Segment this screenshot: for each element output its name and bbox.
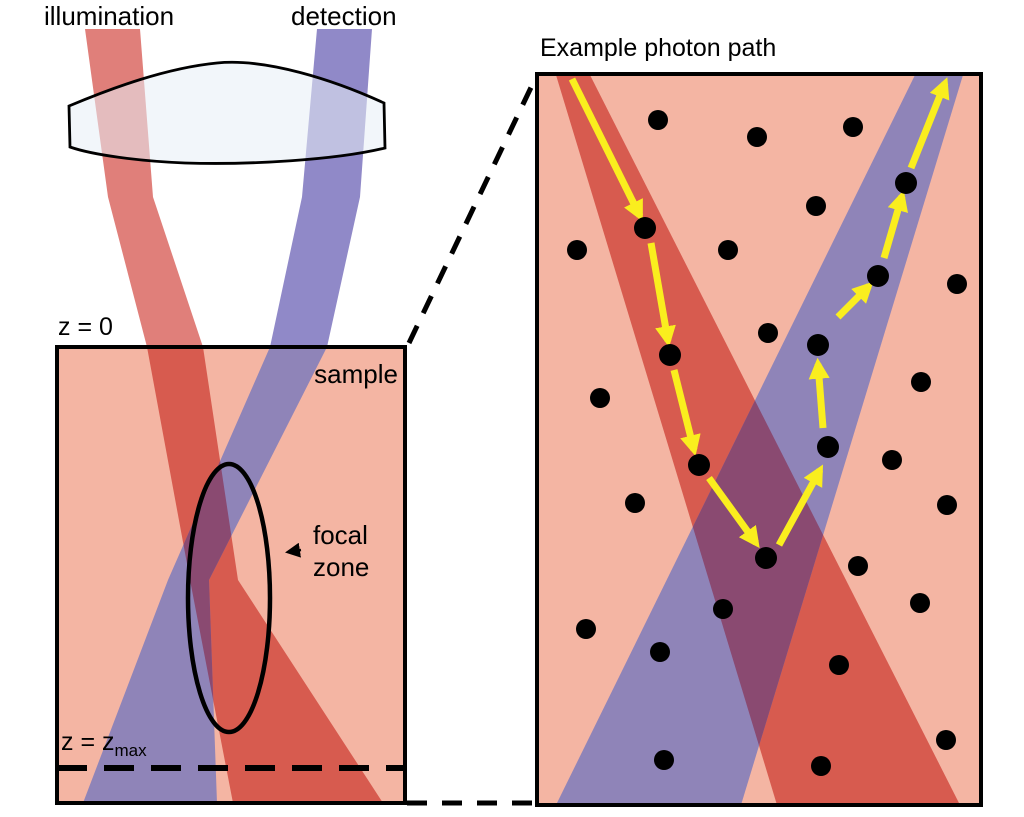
photon-path-dot xyxy=(634,217,656,239)
scatterer-dot xyxy=(910,593,930,613)
scatterer-dot xyxy=(811,756,831,776)
focal-zone-pointer-arrow xyxy=(285,542,302,558)
scatterer-dot xyxy=(590,388,610,408)
scatterer-dot xyxy=(567,240,587,260)
photon-path-arrow xyxy=(706,475,760,549)
illumination-beam-left xyxy=(147,347,383,803)
scatterer-dot xyxy=(576,619,596,639)
scatterer-dot xyxy=(848,556,868,576)
zoom-connector-top xyxy=(406,75,539,345)
photon-path-dot xyxy=(807,334,829,356)
scatterer-dot xyxy=(758,323,778,343)
focal-zone-label-line1: focal xyxy=(313,520,368,550)
scatterer-dot xyxy=(718,240,738,260)
photon-path-arrow xyxy=(647,242,676,348)
photon-path-arrow xyxy=(670,369,701,457)
right-panel xyxy=(535,72,983,807)
objective-lens xyxy=(67,60,387,165)
photon-path-arrow xyxy=(775,464,824,547)
scatterer-dot xyxy=(829,655,849,675)
photon-path-arrow xyxy=(880,189,908,259)
photon-path-arrow xyxy=(568,77,644,222)
scatterer-dots xyxy=(567,110,967,776)
scatterer-dot xyxy=(806,196,826,216)
scatterer-dot xyxy=(843,117,863,137)
detection-label: detection xyxy=(291,1,397,31)
photon-path-dot xyxy=(817,436,839,458)
photon-path-dot xyxy=(688,454,710,476)
z-max-label-subscript: max xyxy=(114,741,147,760)
scatterer-dot xyxy=(936,730,956,750)
photon-path-dot xyxy=(867,265,889,287)
photon-path-dot xyxy=(659,344,681,366)
scatterer-dot xyxy=(882,450,902,470)
focal-zone-label-line2: zone xyxy=(313,552,370,582)
z-max-label: z = zmax xyxy=(61,728,147,761)
scatterer-dot xyxy=(713,599,733,619)
sample-box-border xyxy=(55,345,407,805)
photon-path-dots xyxy=(634,172,917,569)
scatterer-dot xyxy=(625,493,645,513)
illumination-label: illumination xyxy=(44,1,175,31)
focal-zone-label: focal zone xyxy=(313,519,369,583)
scatterer-dot xyxy=(654,750,674,770)
photon-path-dot xyxy=(755,547,777,569)
scatterer-dot xyxy=(650,642,670,662)
scatterer-dot xyxy=(648,110,668,130)
focal-zone-ellipse xyxy=(185,461,273,735)
photon-path-arrow xyxy=(835,281,874,320)
left-panel xyxy=(55,29,407,805)
photon-path-arrow xyxy=(907,77,950,170)
scatterer-dot xyxy=(911,372,931,392)
photon-path-dot xyxy=(895,172,917,194)
zoom-box-border xyxy=(535,72,983,807)
photon-path-arrows xyxy=(568,77,950,549)
scatterer-dot xyxy=(937,495,957,515)
scatterer-dot xyxy=(747,127,767,147)
sample-label: sample xyxy=(314,359,398,389)
z-max-label-prefix: z = z xyxy=(61,728,115,756)
scatterer-dot xyxy=(947,274,967,294)
photon-path-arrow xyxy=(808,357,830,429)
right-panel-title: Example photon path xyxy=(540,34,777,62)
z-zero-label: z = 0 xyxy=(58,313,113,341)
